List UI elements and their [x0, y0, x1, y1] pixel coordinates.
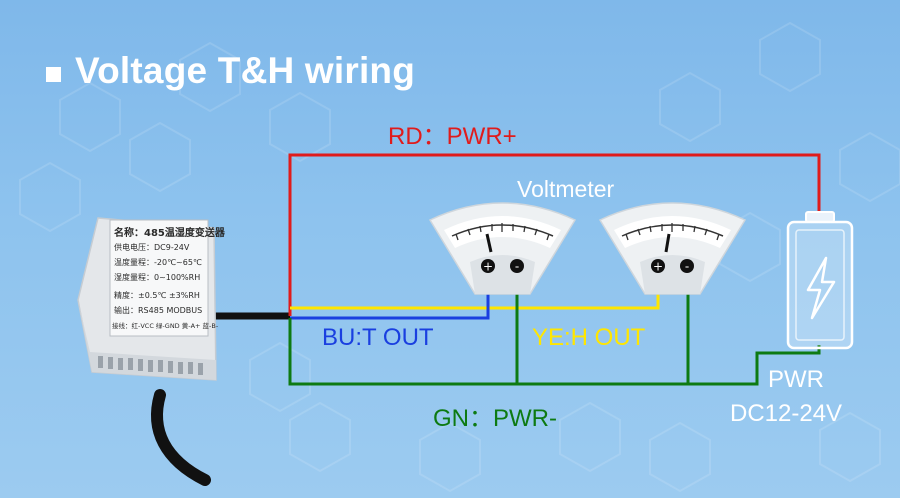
title-bullet-icon: [46, 66, 61, 82]
sensor-line-output: 输出：RS485 MODBUS: [114, 306, 203, 315]
power-voltage-label: DC12-24V: [730, 400, 843, 427]
red-wire: [288, 153, 821, 316]
voltmeter-label: Voltmeter: [517, 176, 615, 202]
blue-wire-label: BU:T OUT: [322, 324, 434, 351]
sensor-line-humidity-range: 湿度量程：0~100%RH: [114, 273, 201, 282]
sensor-heading: 名称：485温湿度变送器: [114, 228, 225, 239]
power-label: PWR: [768, 366, 824, 393]
svg-text:-: -: [685, 260, 689, 274]
sensor-line-temp-range: 温度量程：-20℃~65℃: [114, 258, 202, 267]
sensor-line-wiring: 接线：红-VCC 绿-GND 黄-A+ 蓝-B-: [112, 322, 219, 330]
svg-text:+: +: [483, 260, 493, 274]
green-wire: [288, 318, 821, 386]
green-wire-label: GN：PWR-: [433, 405, 557, 432]
sensor-line-supply: 供电电压：DC9-24V: [114, 243, 190, 252]
page-title-text: Voltage T&H wiring: [75, 50, 416, 91]
red-wire-label: RD：PWR+: [388, 123, 517, 150]
svg-text:-: -: [515, 260, 519, 274]
sensor-line-accuracy: 精度：±0.5℃ ±3%RH: [114, 291, 200, 300]
svg-text:+: +: [653, 260, 663, 274]
page-title: Voltage T&H wiring: [46, 46, 415, 96]
yellow-wire-label: YE:H OUT: [532, 324, 646, 351]
